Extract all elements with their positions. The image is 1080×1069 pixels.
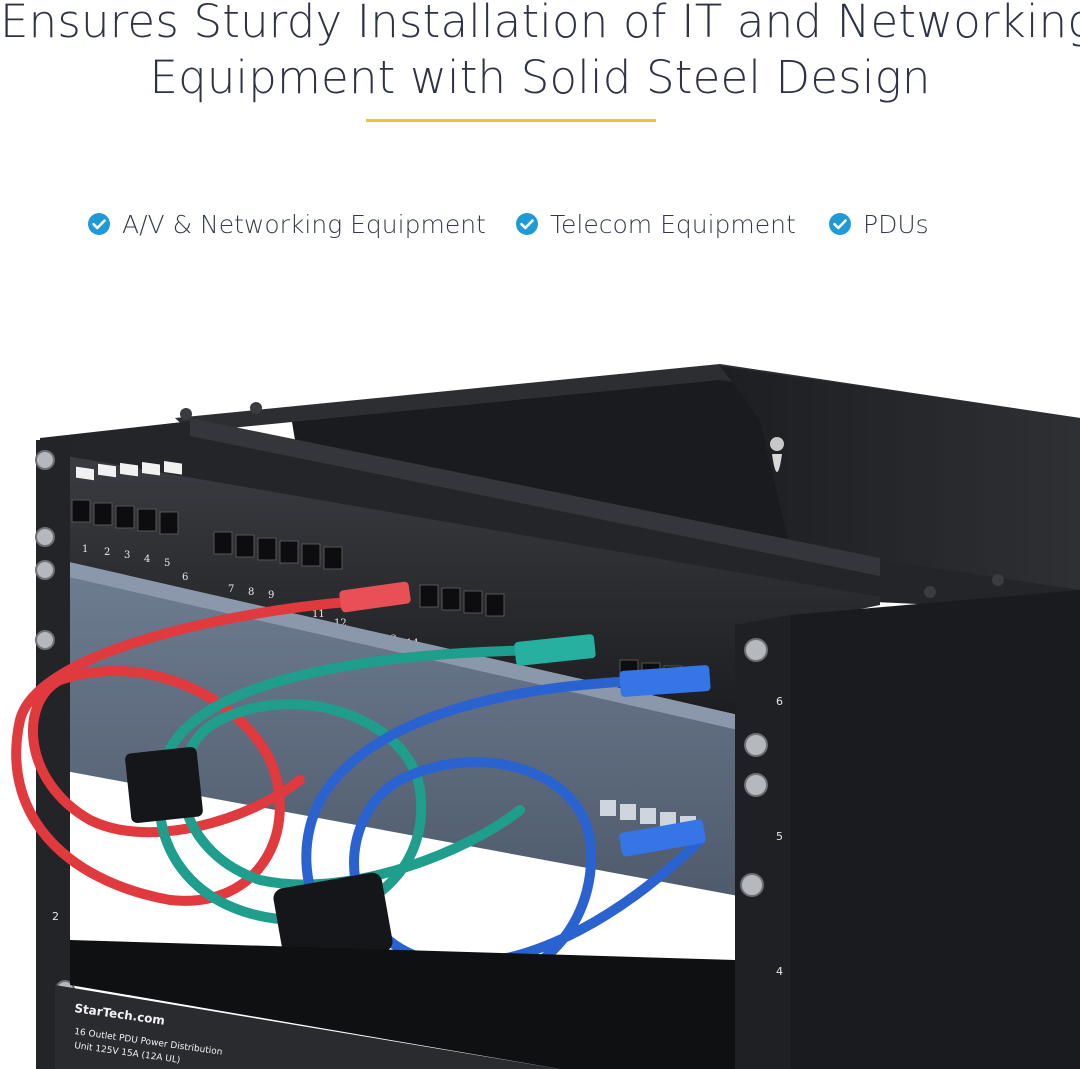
keyhole <box>770 437 784 451</box>
rack-left-post <box>36 440 70 1069</box>
cable-strap <box>125 747 203 823</box>
feature-list: A/V & Networking Equipment Telecom Equip… <box>0 206 1080 246</box>
headline: Ensures Sturdy Installation of IT and Ne… <box>0 0 1080 106</box>
svg-text:4: 4 <box>144 554 150 565</box>
headline-line-2: Equipment with Solid Steel Design <box>149 51 931 104</box>
svg-text:5: 5 <box>776 830 783 843</box>
check-circle-icon <box>88 213 110 235</box>
svg-text:2: 2 <box>52 910 59 923</box>
feature-label: Telecom Equipment <box>550 209 796 239</box>
rack-right-post <box>735 615 790 1069</box>
patch-panel <box>60 455 880 720</box>
headline-line-1: Ensures Sturdy Installation of IT and Ne… <box>0 0 1080 48</box>
svg-text:8: 8 <box>248 587 254 598</box>
top-rail <box>40 420 1080 612</box>
headline-underline <box>366 119 656 122</box>
rack-illustration: 1 2 3 4 5 6 7 8 9 11 12 13 14 18 21 22 2… <box>11 364 1080 1069</box>
svg-text:6: 6 <box>776 695 783 708</box>
feature-label: A/V & Networking Equipment <box>122 209 486 239</box>
pdu-unit <box>55 985 560 1069</box>
check-circle-icon <box>516 213 538 235</box>
feature-item-pdus: PDUs <box>829 206 929 242</box>
feature-item-av-networking: A/V & Networking Equipment <box>88 206 486 242</box>
feature-item-telecom: Telecom Equipment <box>516 206 796 242</box>
svg-text:2: 2 <box>104 547 110 558</box>
svg-text:12: 12 <box>334 618 347 629</box>
svg-text:4: 4 <box>776 965 783 978</box>
rack-right-side-lower <box>790 590 1080 1069</box>
red-cable <box>11 595 395 906</box>
svg-text:5: 5 <box>164 558 170 569</box>
product-photo: 1 2 3 4 5 6 7 8 9 11 12 13 14 18 21 22 2… <box>0 360 1080 1069</box>
svg-text:3: 3 <box>124 550 130 561</box>
feature-label: PDUs <box>863 209 929 239</box>
svg-text:9: 9 <box>268 590 274 601</box>
svg-text:6: 6 <box>182 572 188 583</box>
svg-text:7: 7 <box>228 584 234 595</box>
cable-strap <box>273 872 393 968</box>
teal-cable <box>154 645 565 926</box>
check-circle-icon <box>829 213 851 235</box>
svg-text:11: 11 <box>312 609 325 620</box>
svg-text:1: 1 <box>82 544 88 555</box>
